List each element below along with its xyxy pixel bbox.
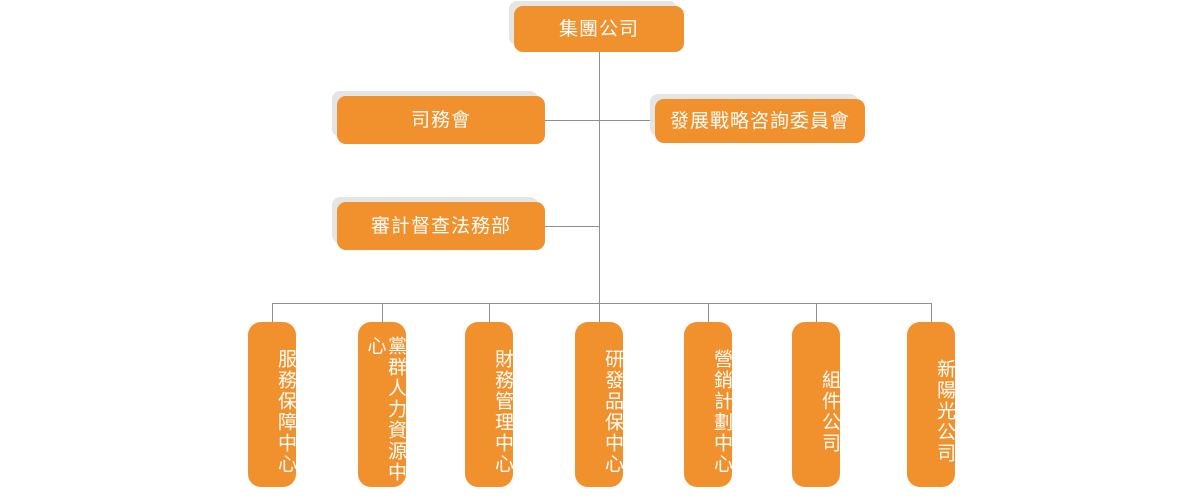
connector-row-bar-to-finance bbox=[489, 303, 490, 322]
connector-spine-to-row-bar bbox=[272, 303, 931, 304]
connector-spine-to-advisory bbox=[599, 120, 655, 121]
org-node-council[interactable]: 司務會 bbox=[337, 96, 545, 144]
org-node-root[interactable]: 集團公司 bbox=[514, 6, 684, 52]
connector-row-bar-to-sunshine-co bbox=[931, 303, 932, 322]
org-node-service[interactable]: 服務保障中心 bbox=[248, 322, 297, 487]
connector-row-bar-to-party-hr bbox=[382, 303, 383, 322]
org-node-rnd-quality[interactable]: 研發品保中心 bbox=[575, 322, 624, 487]
connector-row-bar-to-service bbox=[272, 303, 273, 322]
org-node-finance[interactable]: 財務管理中心 bbox=[465, 322, 514, 487]
org-node-advisory[interactable]: 發展戰略咨詢委員會 bbox=[655, 99, 865, 143]
org-node-audit[interactable]: 審計督查法務部 bbox=[337, 202, 545, 250]
connector-root-to-spine bbox=[599, 52, 600, 303]
org-node-module-co[interactable]: 組件公司 bbox=[792, 322, 841, 487]
connector-row-bar-to-marketing bbox=[708, 303, 709, 322]
connector-audit-to-spine bbox=[545, 226, 599, 227]
org-node-sunshine-co[interactable]: 新陽光公司 bbox=[907, 322, 956, 487]
org-node-marketing[interactable]: 營銷計劃中心 bbox=[684, 322, 733, 487]
org-node-party-hr[interactable]: 黨群人力資源中心 bbox=[358, 322, 407, 487]
connector-council-to-spine bbox=[545, 120, 599, 121]
connector-row-bar-to-module-co bbox=[816, 303, 817, 322]
connector-row-bar-to-rnd-quality bbox=[599, 303, 600, 322]
